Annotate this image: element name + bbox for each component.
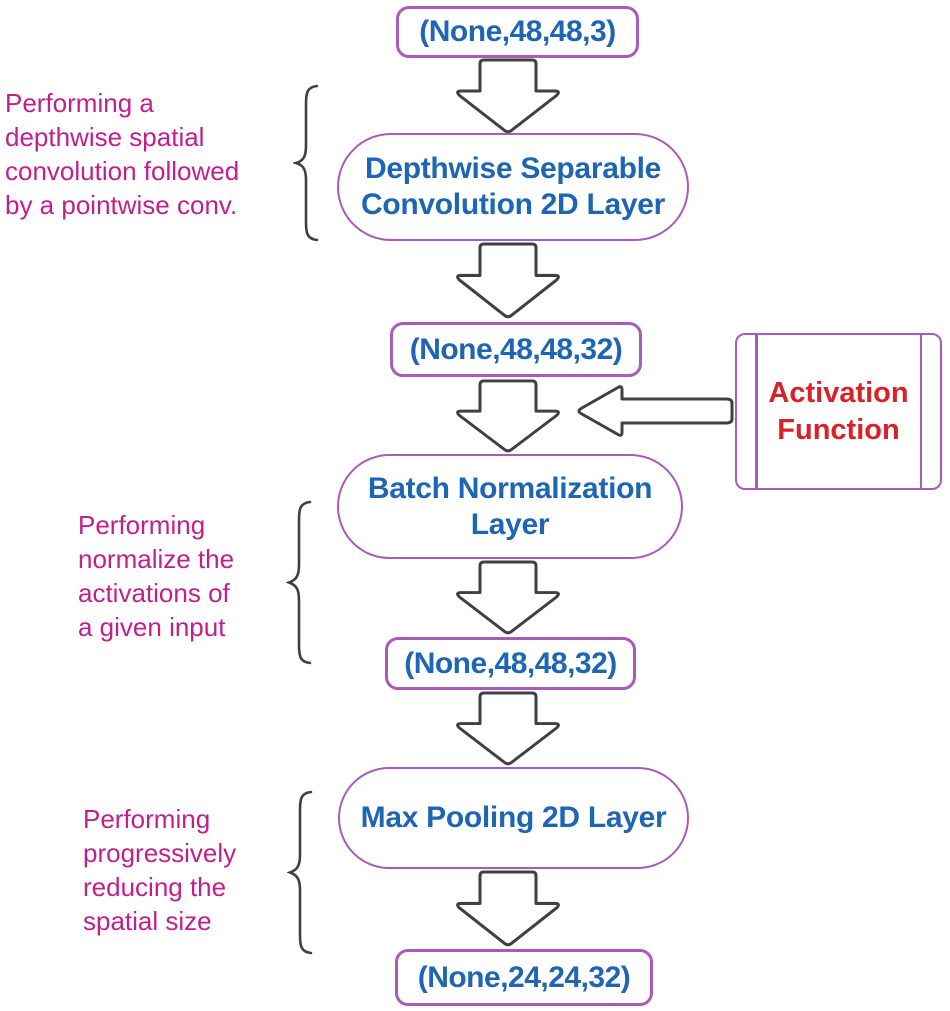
node-batch-norm-line2: Layer bbox=[470, 507, 550, 541]
node-output-shape-label: (None,24,24,32) bbox=[417, 960, 631, 994]
annotation-max-pool-line1: Performing bbox=[83, 804, 211, 834]
node-input-shape: (None,48,48,3) bbox=[396, 6, 639, 58]
annotation-max-pool-line4: spatial size bbox=[83, 906, 212, 936]
node-input-shape-label: (None,48,48,3) bbox=[419, 15, 616, 48]
activation-function-line2: Function bbox=[777, 413, 900, 446]
node-max-pool-layer: Max Pooling 2D Layer bbox=[338, 767, 689, 869]
node-depthwise-conv-line2: Convolution 2D Layer bbox=[360, 188, 666, 221]
node-depthwise-conv-layer: Depthwise Separable Convolution 2D Layer bbox=[337, 133, 689, 241]
node-output-shape: (None,24,24,32) bbox=[395, 949, 653, 1006]
annotation-depthwise-line3: convolution followed bbox=[5, 156, 240, 186]
node-batch-norm-layer: Batch Normalization Layer bbox=[337, 454, 683, 559]
annotation-max-pool-line2: progressively bbox=[83, 838, 237, 868]
curly-brace-icon-2 bbox=[286, 500, 312, 665]
down-arrow-icon-3 bbox=[456, 379, 560, 453]
annotation-depthwise-line4: by a pointwise conv. bbox=[5, 190, 238, 220]
annotation-depthwise-line1: Performing a bbox=[5, 88, 154, 118]
annotation-depthwise: Performing a depthwise spatial convoluti… bbox=[5, 86, 239, 222]
down-arrow-icon-6 bbox=[456, 870, 560, 947]
node-batch-norm-line1: Batch Normalization bbox=[367, 471, 653, 505]
annotation-max-pool: Performing progressively reducing the sp… bbox=[83, 802, 236, 938]
curly-brace-icon-1 bbox=[293, 84, 319, 242]
down-arrow-icon-2 bbox=[456, 242, 560, 319]
annotation-batch-norm: Performing normalize the activations of … bbox=[78, 508, 234, 644]
node-shape-after-conv: (None,48,48,32) bbox=[390, 322, 642, 377]
activation-box-inner-line-right bbox=[919, 335, 922, 488]
activation-function-line1: Activation bbox=[768, 376, 909, 409]
curly-brace-icon-3 bbox=[287, 790, 313, 955]
down-arrow-icon-5 bbox=[456, 691, 560, 766]
annotation-depthwise-line2: depthwise spatial bbox=[5, 122, 205, 152]
left-arrow-icon bbox=[577, 385, 734, 437]
annotation-batch-norm-line4: a given input bbox=[78, 612, 226, 642]
node-depthwise-conv-line1: Depthwise Separable bbox=[364, 152, 662, 185]
annotation-max-pool-line3: reducing the bbox=[83, 872, 227, 902]
down-arrow-icon-4 bbox=[456, 560, 560, 635]
annotation-batch-norm-line3: activations of bbox=[78, 578, 230, 608]
annotation-batch-norm-line1: Performing bbox=[78, 510, 206, 540]
activation-box-inner-line-left bbox=[755, 335, 758, 488]
node-max-pool-label: Max Pooling 2D Layer bbox=[360, 801, 667, 834]
node-shape-after-bn: (None,48,48,32) bbox=[385, 637, 636, 690]
node-shape-after-bn-label: (None,48,48,32) bbox=[404, 646, 617, 680]
annotation-batch-norm-line2: normalize the bbox=[78, 544, 235, 574]
down-arrow-icon-1 bbox=[456, 58, 560, 134]
node-shape-after-conv-label: (None,48,48,32) bbox=[409, 332, 623, 366]
node-activation-function: Activation Function bbox=[735, 333, 942, 490]
